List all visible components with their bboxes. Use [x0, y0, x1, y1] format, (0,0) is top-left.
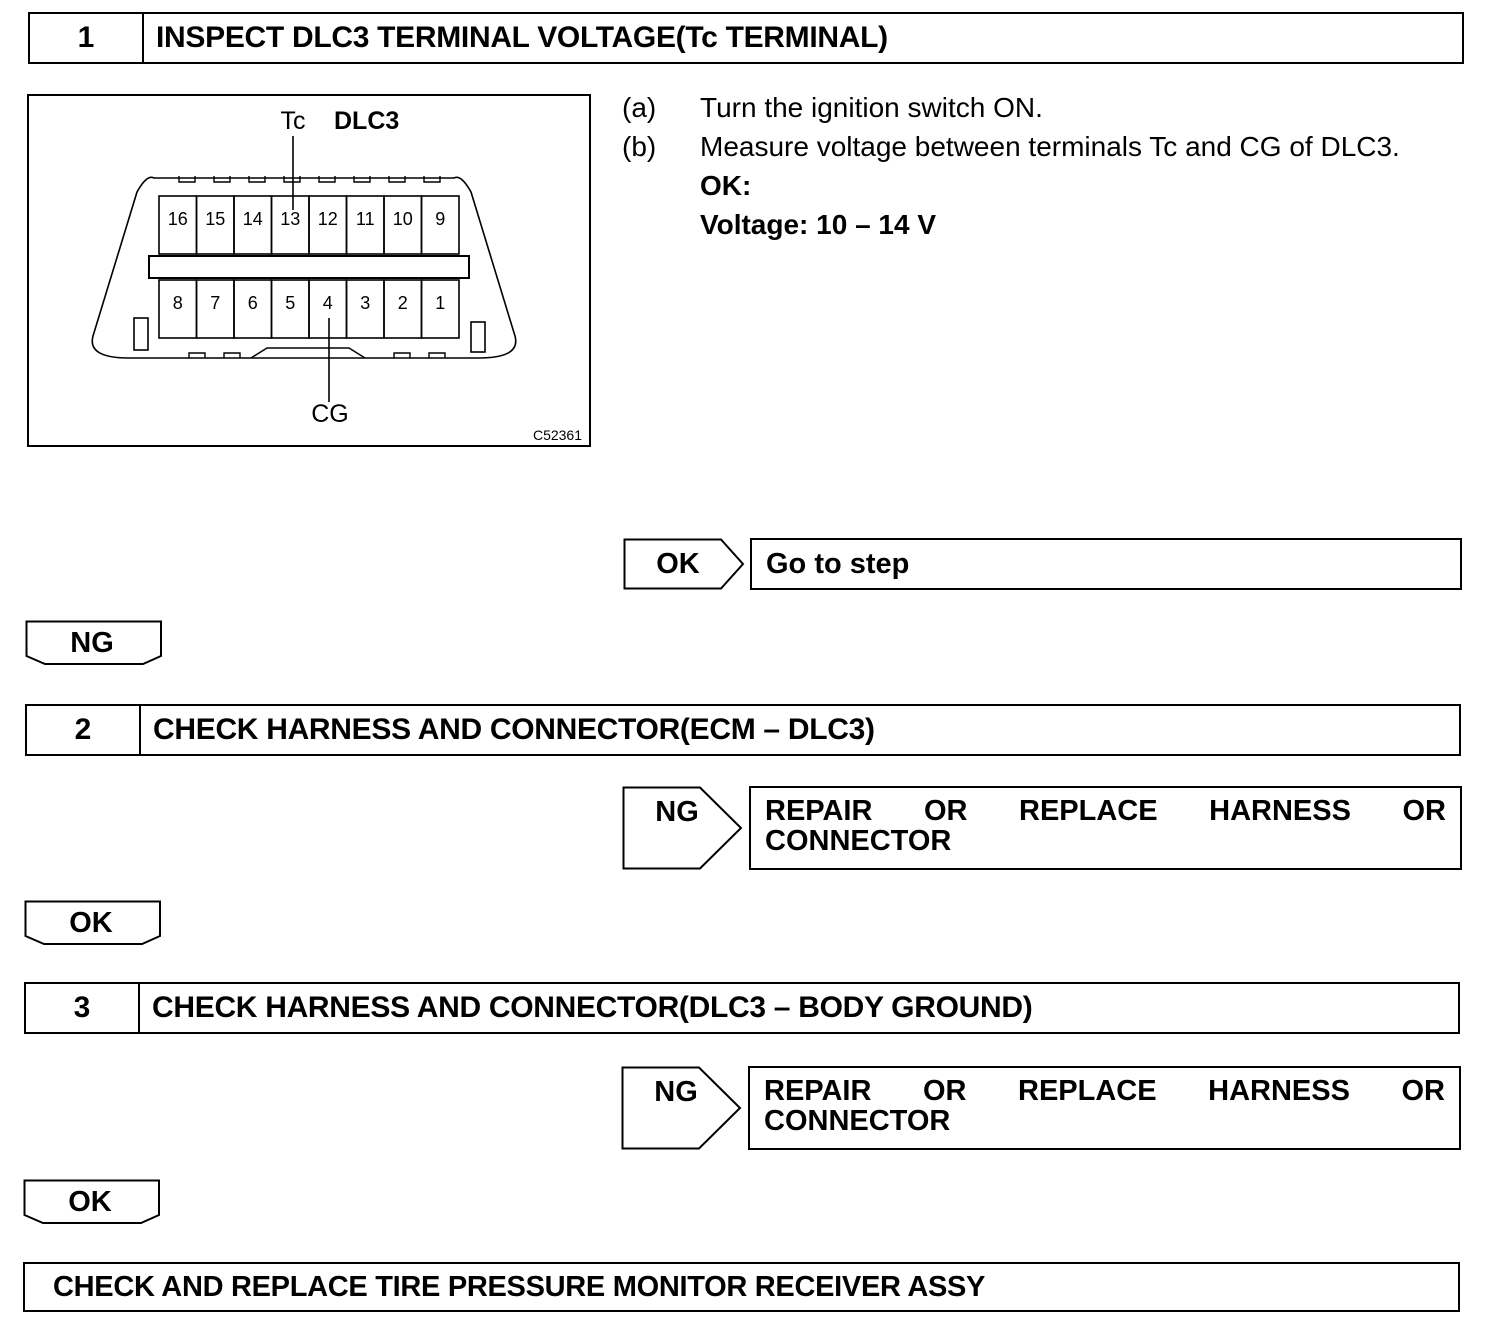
ng-tag: NG — [655, 796, 699, 828]
pin-number: 14 — [243, 209, 263, 229]
result-line-2: CONNECTOR — [765, 825, 952, 857]
item-b-text: Measure voltage between terminals Tc and… — [700, 131, 1400, 162]
cg-label: CG — [311, 400, 349, 428]
step-1-ok-arrow: OK — [623, 538, 745, 590]
step-3-ng-result: REPAIR OR REPLACE HARNESS OR CONNECTOR — [748, 1066, 1461, 1150]
pin-number: 12 — [318, 209, 338, 229]
pin-number: 3 — [360, 293, 370, 313]
step-2-ng-arrow: NG — [622, 786, 744, 870]
ok-tag: OK — [656, 547, 700, 580]
pin-divider — [148, 255, 470, 279]
item-a-label: (a) — [622, 92, 657, 123]
step-number: 3 — [26, 984, 140, 1032]
step-2-ok-tag: OK — [24, 900, 162, 946]
pin-number: 16 — [168, 209, 188, 229]
pin-number: 11 — [356, 209, 375, 229]
result-line-1: REPAIR OR REPLACE HARNESS OR — [764, 1075, 1445, 1107]
tc-label: Tc — [281, 107, 306, 135]
pin-number: 15 — [205, 209, 225, 229]
connector-outline — [91, 176, 517, 359]
step-3-ng-arrow: NG — [621, 1066, 743, 1150]
pin-number: 4 — [323, 293, 333, 313]
top-pin-row: 16 15 14 13 12 11 10 9 — [158, 195, 460, 255]
step-2-ng-result: REPAIR OR REPLACE HARNESS OR CONNECTOR — [749, 786, 1462, 870]
pin-number: 8 — [173, 293, 183, 313]
result-line-2: CONNECTOR — [764, 1105, 951, 1137]
step-number: 1 — [30, 14, 144, 62]
step-1-ng-tag: NG — [25, 620, 163, 666]
ok-label: OK: — [700, 170, 752, 201]
step-2-header: 2 CHECK HARNESS AND CONNECTOR(ECM – DLC3… — [25, 704, 1461, 756]
step-number: 2 — [27, 706, 141, 754]
pin-number: 2 — [398, 293, 408, 313]
pin-number: 13 — [280, 209, 300, 229]
pin-number: 5 — [285, 293, 295, 313]
step-title: CHECK HARNESS AND CONNECTOR(ECM – DLC3) — [153, 713, 875, 746]
step-3-header: 3 CHECK HARNESS AND CONNECTOR(DLC3 – BOD… — [24, 982, 1460, 1034]
ok-tag: OK — [68, 1185, 112, 1218]
ng-tag: NG — [654, 1076, 698, 1108]
pin-number: 1 — [435, 293, 445, 313]
right-clip — [470, 321, 486, 353]
pin-cell — [420, 195, 460, 255]
pin-number: 10 — [393, 209, 413, 229]
bottom-pin-row: 8 7 6 5 4 3 2 1 — [158, 279, 460, 339]
pin-number: 6 — [248, 293, 258, 313]
item-b-label: (b) — [622, 131, 657, 162]
voltage-spec: Voltage: 10 – 14 V — [700, 209, 937, 240]
step-3-ok-tag: OK — [23, 1179, 161, 1225]
step-1-ok-result: Go to step — [750, 538, 1462, 590]
dlc3-figure: 16 15 14 13 12 11 10 9 8 7 6 5 4 3 2 1 Tc DLC3 CG C523… — [27, 94, 591, 447]
pin-number: 7 — [210, 293, 220, 313]
final-action-box: CHECK AND REPLACE TIRE PRESSURE MONITOR … — [23, 1262, 1460, 1312]
step-1-instructions: (a) Turn the ignition switch ON. (b) Mea… — [622, 88, 1492, 244]
connector-notches — [178, 176, 446, 359]
ok-tag: OK — [69, 906, 113, 939]
step-1-header: 1 INSPECT DLC3 TERMINAL VOLTAGE(Tc TERMI… — [28, 12, 1464, 64]
pin-number: 9 — [435, 209, 445, 229]
result-line-1: REPAIR OR REPLACE HARNESS OR — [765, 795, 1446, 827]
left-clip — [133, 317, 149, 351]
pin-cell — [420, 279, 460, 339]
step-title: INSPECT DLC3 TERMINAL VOLTAGE(Tc TERMINA… — [156, 21, 888, 54]
step-title: CHECK HARNESS AND CONNECTOR(DLC3 – BODY … — [152, 991, 1033, 1024]
item-a-text: Turn the ignition switch ON. — [700, 92, 1043, 123]
dlc3-label: DLC3 — [334, 107, 399, 135]
ng-tag: NG — [70, 626, 114, 659]
figure-code: C52361 — [533, 427, 582, 443]
